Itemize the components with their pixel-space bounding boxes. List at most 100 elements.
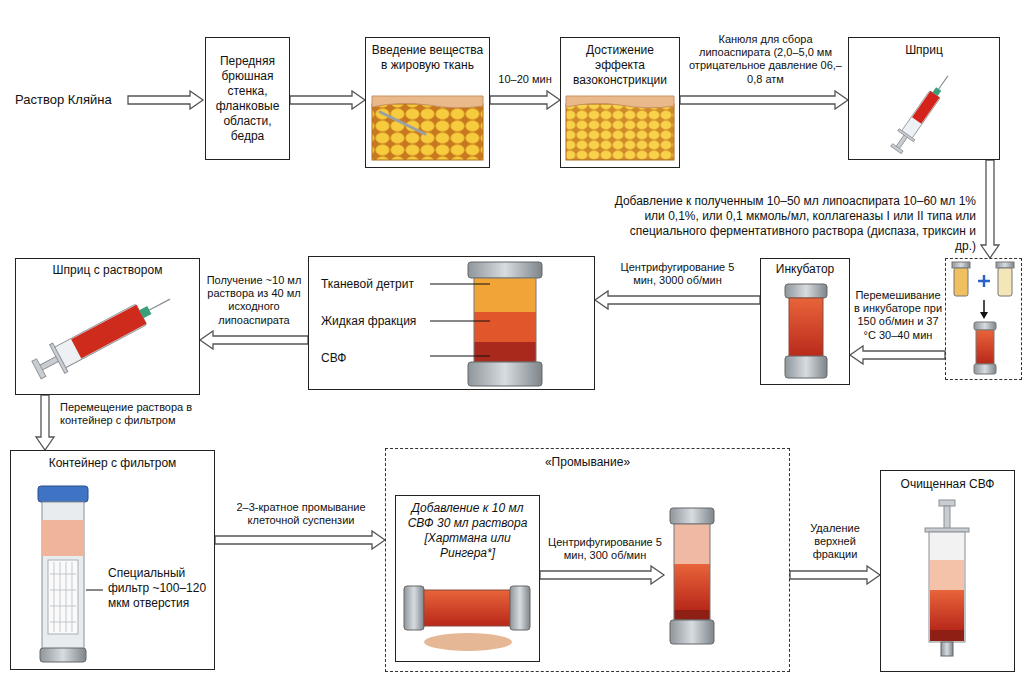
tube-cap xyxy=(468,362,542,386)
tube-cap xyxy=(952,262,970,268)
needle xyxy=(149,299,170,310)
note-text: Центрифугирование 5 мин, 300 об/мин xyxy=(544,536,666,562)
mixed-tube xyxy=(976,330,994,364)
flow-arrow xyxy=(215,531,385,549)
svf-suspension xyxy=(930,590,964,630)
edge-label-box: 2–3-кратное промывание клеточной суспенз… xyxy=(226,501,376,527)
syringe-barrel xyxy=(53,304,147,369)
process-box: Тканевой детритЖидкая фракцияСВФ xyxy=(308,256,595,390)
flow-arrow xyxy=(200,331,308,349)
leader-line xyxy=(430,321,490,322)
part-label: Специальный фильтр ~100–120 мкм отверсти… xyxy=(108,566,208,611)
node-text: Добавление к 10 мл СВФ 30 мл раствора [Х… xyxy=(401,501,534,561)
cell-solution xyxy=(71,305,146,359)
node-text: Контейнер с фильтром xyxy=(16,456,209,471)
node-text: Достижение эффекта вазоконстрикции xyxy=(566,43,674,88)
edge-label: Получение ~10 мл раствора из 40 мл исход… xyxy=(204,274,304,327)
process-box: Очищенная СВФ xyxy=(880,470,1015,672)
tube-cap xyxy=(996,262,1014,268)
svf-pellet xyxy=(674,610,710,620)
tube-wall xyxy=(674,524,710,620)
plunger-thumb xyxy=(32,359,46,379)
needle-hub xyxy=(139,306,151,318)
cannula xyxy=(380,112,425,134)
process-box: Добавление к 10 мл СВФ 30 мл раствора [Х… xyxy=(395,495,540,662)
leader-line xyxy=(430,356,490,357)
tube-cap xyxy=(468,262,542,278)
edge-label-box: Перемещение раствора в контейнер с фильт… xyxy=(60,401,210,427)
plunger-rod xyxy=(944,506,950,530)
process-box: Введение вещества в жировую ткань xyxy=(365,37,490,168)
filter-mesh xyxy=(48,560,78,634)
tube-cap xyxy=(670,508,714,524)
upper-fraction xyxy=(930,560,964,590)
svf-pellet xyxy=(930,630,964,641)
flow-arrow xyxy=(540,566,664,584)
container-cap xyxy=(38,486,88,502)
edge-label-box: Центрифугирование 5 мин, 3000 об/мин xyxy=(610,261,745,287)
flow-arrow xyxy=(290,91,365,109)
tube-cap xyxy=(974,322,996,330)
flow-arrow xyxy=(850,346,945,364)
container-body xyxy=(42,502,84,650)
enzyme-tube xyxy=(998,268,1012,296)
edge-label-box: Перемешивание в инкубаторе при 150 об/ми… xyxy=(853,289,943,342)
tube-cap xyxy=(670,620,714,644)
edge-label-box: 10–20 мин xyxy=(492,73,558,86)
plunger-thumb xyxy=(939,500,955,506)
process-box: Инкубатор xyxy=(760,258,850,385)
flow-arrow xyxy=(790,566,880,584)
fat-tissue xyxy=(566,104,674,160)
upper-fraction xyxy=(674,524,710,564)
process-box: Передняя брюшная стенка, фланковые облас… xyxy=(205,37,290,160)
syringe-flange xyxy=(925,528,969,532)
tube-cap xyxy=(785,356,827,378)
filter-mesh xyxy=(50,574,76,575)
edge-label: 2–3-кратное промывание клеточной суспенз… xyxy=(226,501,376,527)
incubated-tube xyxy=(789,298,823,358)
edge-label: Удаление верхней фракции xyxy=(794,522,876,562)
lipoaspirate-tube xyxy=(954,268,968,296)
mix-arrow xyxy=(980,312,988,319)
node-text: Шприц с раствором xyxy=(20,263,195,278)
fat-tissue xyxy=(372,104,483,160)
flow-arrow xyxy=(128,91,203,109)
skin-layer xyxy=(372,96,483,108)
flow-arrow xyxy=(490,91,560,109)
edge-label: Перемешивание в инкубаторе при 150 об/ми… xyxy=(853,289,943,342)
filter-mesh xyxy=(50,622,76,623)
syringe-tip xyxy=(941,642,953,656)
filter-mesh xyxy=(50,590,76,591)
syringe-flange xyxy=(50,343,68,373)
edge-label: Перемещение раствора в контейнер с фильт… xyxy=(60,401,210,427)
flow-arrow xyxy=(981,160,999,258)
node-text: Очищенная СВФ xyxy=(887,477,1008,492)
container-cap xyxy=(40,648,86,662)
process-box: Достижение эффекта вазоконстрикции xyxy=(560,37,680,168)
edge-label: 10–20 мин xyxy=(492,73,558,86)
needle xyxy=(939,76,948,89)
leader-line xyxy=(86,590,103,591)
note-text: Раствор Кляйна xyxy=(15,92,127,108)
note-box: Раствор Кляйна xyxy=(15,92,127,108)
cell-suspension xyxy=(42,520,84,556)
svf-layer xyxy=(474,342,536,362)
tube-cap xyxy=(785,284,827,298)
lipoaspirate xyxy=(912,91,940,124)
edge-label: Канюля для сбора липоаспирата (2,0–5,0 м… xyxy=(688,33,843,86)
flow-arrow xyxy=(595,291,760,309)
syringe-figure xyxy=(888,70,956,155)
tube-cap xyxy=(510,586,530,630)
edge-label: Центрифугирование 5 мин, 3000 об/мин xyxy=(610,261,745,287)
plus-sign xyxy=(983,275,986,287)
note-box: Центрифугирование 5 мин, 300 об/мин xyxy=(544,536,666,562)
layer-label: СВФ xyxy=(321,351,436,366)
tube-wall xyxy=(474,278,536,362)
plunger-thumb xyxy=(891,144,903,154)
needle-hub xyxy=(932,87,941,96)
tube-cap xyxy=(974,364,996,374)
edge-label-box: Удаление верхней фракции xyxy=(794,522,876,562)
wash-tube xyxy=(424,590,510,626)
process-box: Шприц xyxy=(848,37,1000,160)
node-text: «Промывание» xyxy=(392,455,783,470)
